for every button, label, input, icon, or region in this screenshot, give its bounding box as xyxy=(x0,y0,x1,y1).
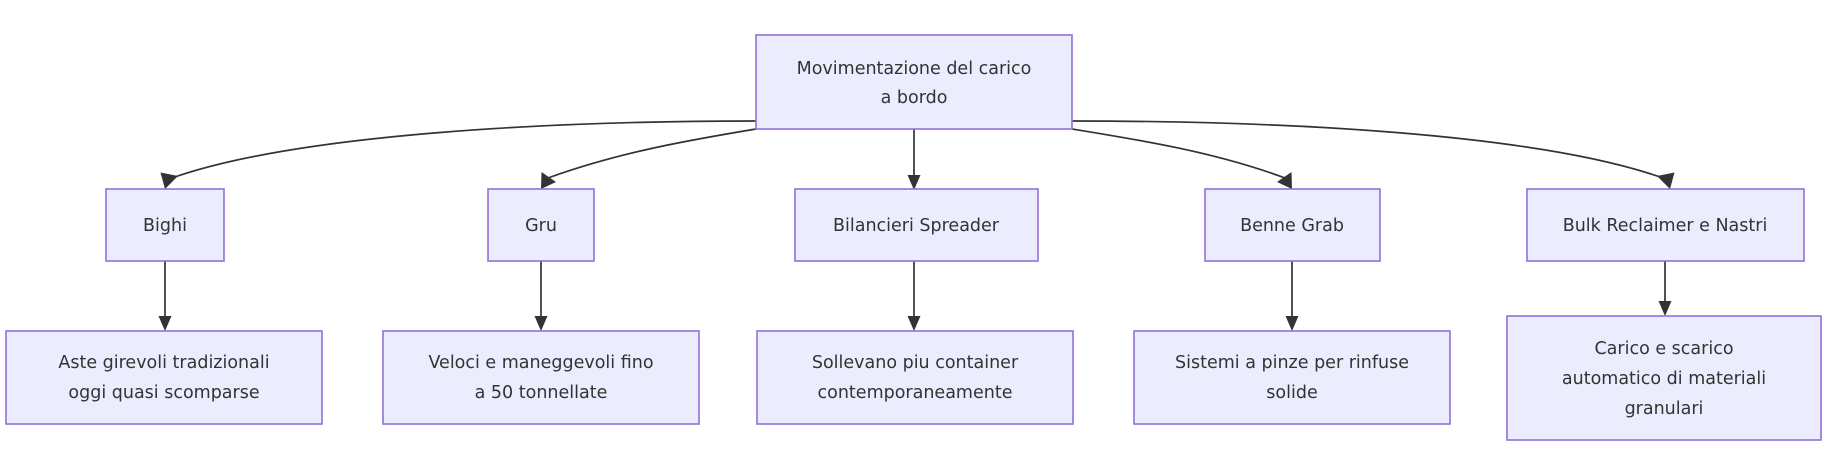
node-bilancieri-spreader-detail[interactable]: Sollevano piu container contemporaneamen… xyxy=(756,330,1074,425)
arrow-head-icon xyxy=(907,316,921,331)
node-bilancieri-spreader[interactable]: Bilancieri Spreader xyxy=(794,188,1039,262)
node-benne-grab[interactable]: Benne Grab xyxy=(1204,188,1381,262)
node-benne-grab-detail-line2: solide xyxy=(1266,383,1317,403)
arrow-head-icon xyxy=(1277,172,1292,189)
node-root-box[interactable] xyxy=(755,34,1073,130)
node-bulk-reclaimer-e-nastri-detail-line1: Carico e scarico xyxy=(1594,339,1733,359)
arrow-head-icon xyxy=(160,172,178,189)
edge-root-to-bighi xyxy=(160,120,757,189)
node-root[interactable]: Movimentazione del carico a bordo xyxy=(755,34,1073,130)
node-bilancieri-spreader-detail-box[interactable] xyxy=(756,330,1074,425)
edge-gru-to-detail xyxy=(534,261,548,331)
node-bulk-reclaimer-e-nastri-label: Bulk Reclaimer e Nastri xyxy=(1563,216,1768,236)
node-benne-grab-label: Benne Grab xyxy=(1240,216,1344,236)
edge-group-root-to-categories xyxy=(160,120,1675,190)
node-gru-detail-line2: a 50 tonnellate xyxy=(475,383,608,403)
edge-group-categories-to-details xyxy=(158,261,1672,331)
node-gru[interactable]: Gru xyxy=(487,188,595,262)
node-root-label-line2: a bordo xyxy=(881,88,948,108)
edge-bighi-to-detail xyxy=(158,261,172,331)
node-bulk-reclaimer-e-nastri-box[interactable] xyxy=(1526,188,1805,262)
edge-bilancieri-to-detail xyxy=(907,261,921,331)
arrow-head-icon xyxy=(907,175,921,190)
arrow-head-icon xyxy=(1658,301,1672,316)
node-bulk-reclaimer-e-nastri-detail-line3: granulari xyxy=(1625,399,1704,419)
node-benne-grab-detail-box[interactable] xyxy=(1133,330,1451,425)
node-gru-box[interactable] xyxy=(487,188,595,262)
node-bulk-reclaimer-e-nastri-detail-box[interactable] xyxy=(1506,315,1822,441)
node-bighi-detail-line2: oggi quasi scomparse xyxy=(68,383,259,403)
node-bighi[interactable]: Bighi xyxy=(105,188,225,262)
node-bilancieri-spreader-label: Bilancieri Spreader xyxy=(833,216,1000,236)
node-gru-detail-line1: Veloci e maneggevoli fino xyxy=(428,353,653,373)
node-bighi-detail[interactable]: Aste girevoli tradizionali oggi quasi sc… xyxy=(5,330,323,425)
node-gru-detail-box[interactable] xyxy=(382,330,700,425)
node-bighi-detail-box[interactable] xyxy=(5,330,323,425)
node-bulk-reclaimer-e-nastri[interactable]: Bulk Reclaimer e Nastri xyxy=(1526,188,1805,262)
node-benne-grab-detail-line1: Sistemi a pinze per rinfuse xyxy=(1175,353,1409,373)
edge-root-to-bulk xyxy=(1071,120,1675,189)
node-bulk-reclaimer-e-nastri-detail[interactable]: Carico e scarico automatico di materiali… xyxy=(1506,315,1822,441)
node-root-label-line1: Movimentazione del carico xyxy=(797,59,1032,79)
node-bulk-reclaimer-e-nastri-detail-line2: automatico di materiali xyxy=(1562,369,1766,389)
edge-root-to-bilancieri xyxy=(907,129,921,190)
node-bighi-label: Bighi xyxy=(143,216,187,236)
edge-root-to-benne xyxy=(1071,128,1292,189)
node-bilancieri-spreader-box[interactable] xyxy=(794,188,1039,262)
arrow-head-icon xyxy=(541,172,556,189)
arrow-head-icon xyxy=(1657,172,1675,189)
node-bilancieri-spreader-detail-line2: contemporaneamente xyxy=(818,383,1013,403)
node-benne-grab-box[interactable] xyxy=(1204,188,1381,262)
arrow-head-icon xyxy=(158,316,172,331)
node-gru-label: Gru xyxy=(525,216,557,236)
edge-root-to-gru xyxy=(541,128,757,189)
node-bighi-detail-line1: Aste girevoli tradizionali xyxy=(58,353,269,373)
node-benne-grab-detail[interactable]: Sistemi a pinze per rinfuse solide xyxy=(1133,330,1451,425)
node-bighi-box[interactable] xyxy=(105,188,225,262)
arrow-head-icon xyxy=(1285,316,1299,331)
arrow-head-icon xyxy=(534,316,548,331)
edge-bulk-to-detail xyxy=(1658,261,1672,316)
edge-benne-to-detail xyxy=(1285,261,1299,331)
node-gru-detail[interactable]: Veloci e maneggevoli fino a 50 tonnellat… xyxy=(382,330,700,425)
node-bilancieri-spreader-detail-line1: Sollevano piu container xyxy=(812,353,1019,373)
